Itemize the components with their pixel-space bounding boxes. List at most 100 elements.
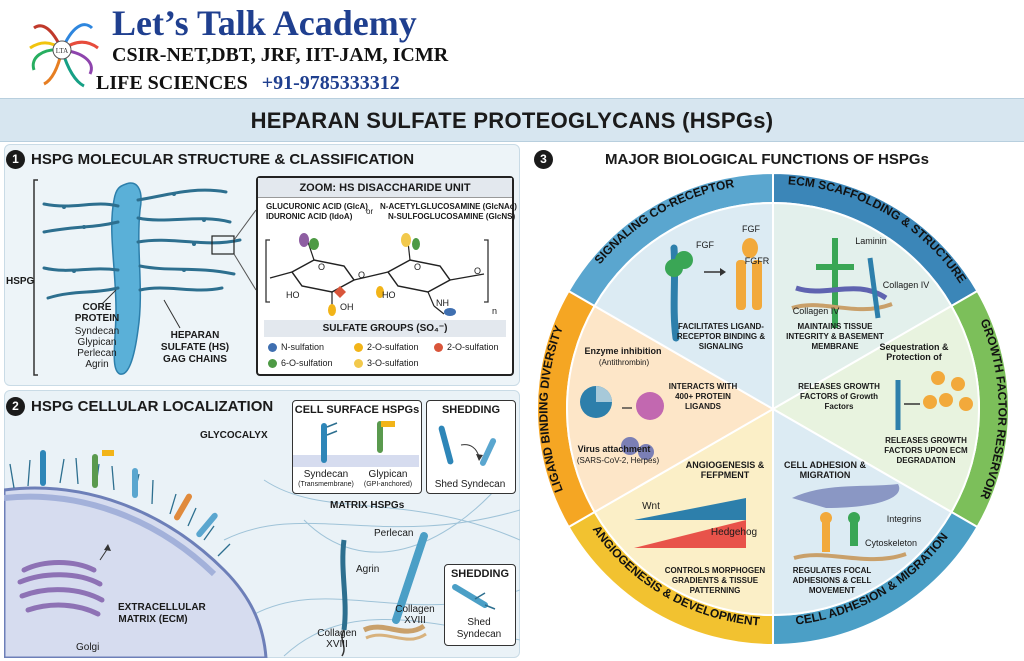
collagen-xviii-a-label: Collagen XVIII (317, 628, 357, 650)
agrin-label: Agrin (356, 564, 380, 575)
angio-text: CONTROLS MORPHOGEN GRADIENTS & TISSUE PA… (664, 566, 766, 595)
shedding-top-title: SHEDDING (441, 404, 501, 416)
title-bar: HEPARAN SULFATE PROTEOGLYCANS (HSPGs) (0, 98, 1024, 142)
sulfate-legend-item: N-sulfation (268, 342, 324, 352)
collagen-xviii-b-label: Collagen XVIII (395, 604, 435, 626)
glypican-label: Glypican (368, 469, 408, 480)
shed-syndecan-bottom-label: Shed Syndecan (456, 617, 502, 640)
disaccharide-structure (265, 233, 489, 316)
core-type-glypican: Glypican (77, 337, 117, 348)
syndecan-label: Syndecan (303, 469, 349, 480)
sulfate-legend-item: 3-O-sulfation (354, 358, 419, 368)
sulfate-groups-title: SULFATE GROUPS (SO₄⁻) (264, 320, 506, 337)
sulfate-legend-item: 2-O-sulfation (434, 342, 499, 352)
interacts-label: INTERACTS WITH 400+ PROTEIN LIGANDS (668, 382, 738, 411)
golgi-label: Golgi (76, 642, 100, 653)
collagen-iv-b-label: Collagen IV (882, 280, 930, 290)
ring-label-o2: O (474, 266, 482, 276)
core-type-perlecan: Perlecan (77, 348, 117, 359)
collagen-iv-a-label: Collagen IV (792, 306, 840, 316)
zoom-right-line1: N-ACETYLGLUCOSAMINE (GlcNAc) (380, 202, 517, 211)
zoom-disaccharide-box: ZOOM: HS DISACCHARIDE UNIT GLUCURONIC AC… (256, 176, 517, 376)
academy-contact: LIFE SCIENCES +91-9785333312 (96, 72, 400, 95)
glypican-type: (GPI-anchored) (363, 481, 413, 488)
sulfate-color-dot (434, 342, 443, 352)
glycocalyx-label: GLYCOCALYX (200, 430, 268, 441)
wheel-sector-growth (771, 304, 980, 514)
section3-title: 3 MAJOR BIOLOGICAL FUNCTIONS OF HSPGs (534, 150, 929, 169)
wheel-sector-ligand (566, 304, 775, 514)
header: LTA Let’s Talk Academy CSIR-NET,DBT, JRF… (0, 0, 1024, 98)
virus-examples-label: (SARS-CoV-2, Herpes) (576, 456, 660, 465)
zoom-title: ZOOM: HS DISACCHARIDE UNIT (258, 178, 512, 198)
laminin-label: Laminin (855, 236, 887, 246)
signaling-text: FACILITATES LIGAND-RECEPTOR BINDING & SI… (676, 322, 766, 351)
ring-label-ho2: HO (382, 290, 396, 300)
core-protein-types: Syndecan Glypican Perlecan Agrin (62, 326, 132, 370)
ecm-label: EXTRACELLULAR MATRIX (ECM) (118, 602, 206, 625)
academy-subject: LIFE SCIENCES (96, 72, 248, 94)
section1-number: 1 (6, 150, 25, 169)
cytoskeleton-label: Cytoskeleton (864, 538, 918, 548)
section2-number: 2 (6, 397, 25, 416)
enzyme-label: Enzyme inhibition (584, 346, 662, 356)
wheel-sector-adhesion (772, 407, 953, 617)
shedding-bottom-icon (452, 584, 496, 610)
academy-phone: +91-9785333312 (261, 72, 400, 94)
virus-label: Virus attachment (577, 444, 651, 454)
ring-label-n: n (492, 306, 498, 316)
sulfate-legend-label: 2-O-sulfation (367, 342, 419, 352)
angio-title: ANGIOGENESIS & FEFPMENT (685, 460, 765, 480)
logo-text: LTA (56, 47, 68, 55)
hspg-label: HSPG (6, 276, 35, 287)
page-title: HEPARAN SULFATE PROTEOGLYCANS (HSPGs) (250, 108, 774, 133)
section1-title-text: HSPG MOLECULAR STRUCTURE & CLASSIFICATIO… (31, 151, 415, 168)
ring-label-o1: O (358, 270, 366, 280)
gag-chains-label: HEPARAN SULFATE (HS) GAG CHAINS (160, 330, 230, 365)
hspg-structure-drawing (33, 179, 256, 376)
sulfate-color-dot (268, 342, 277, 352)
zoom-left-line1: GLUCURONIC ACID (GlcA) (266, 202, 368, 211)
perlecan-label: Perlecan (374, 528, 414, 539)
sulfate-color-dot (354, 342, 363, 352)
wnt-label: Wnt (642, 501, 660, 512)
shedding-top-box: SHEDDING Shed Syndecan (426, 400, 516, 494)
wheel-sector-ecm (772, 201, 953, 411)
section3-title-text: MAJOR BIOLOGICAL FUNCTIONS OF HSPGs (605, 151, 929, 168)
sequestration-label: Sequestration & Protection of (879, 342, 949, 362)
sulfate-color-dot (354, 358, 363, 368)
shedding-top-icon (438, 425, 497, 466)
syndecan-type: (Transmembrane) (298, 481, 354, 488)
academy-exams: CSIR-NET,DBT, JRF, IIT-JAM, ICMR (112, 44, 449, 66)
core-type-agrin: Agrin (85, 359, 109, 370)
academy-name: Let’s Talk Academy (112, 3, 417, 43)
hedgehog-label: Hedgehog (710, 527, 758, 538)
zoom-right-line2: N-SULFOGLUCOSAMINE (GlcNS) (388, 212, 516, 221)
zoom-left-line2: IDURONIC ACID (IdoA) (266, 212, 353, 221)
adhesion-title: CELL ADHESION & MIGRATION (783, 460, 866, 480)
sulfate-legend-label: 3-O-sulfation (367, 358, 419, 368)
section1-title: 1 HSPG MOLECULAR STRUCTURE & CLASSIFICAT… (6, 150, 414, 169)
antithrombin-label: (Antithrombin) (598, 358, 650, 367)
ring-label-ho1: HO (286, 290, 300, 300)
integrins-label: Integrins (886, 514, 922, 524)
release-label: RELEASES GROWTH FACTORS of Growth Factor… (798, 382, 880, 411)
shedding-bottom-box: SHEDDING Shed Syndecan (444, 564, 516, 646)
core-type-syndecan: Syndecan (74, 326, 120, 337)
shedding-bottom-title: SHEDDING (450, 568, 510, 580)
core-protein-label: CORE PROTEIN (74, 302, 120, 324)
sulfate-legend-label: 2-O-sulfation (447, 342, 499, 352)
sulfate-legend-label: N-sulfation (281, 342, 325, 352)
cell-surface-title: CELL SURFACE HSPGs (294, 404, 420, 416)
section2-title-text: HSPG CELLULAR LOCALIZATION (31, 398, 274, 415)
shed-syndecan-top-label: Shed Syndecan (434, 479, 506, 490)
wheel-sector-signaling (593, 201, 774, 411)
wheel-illustrations (580, 238, 973, 562)
sulfate-color-dot (268, 358, 277, 368)
cell-surface-icons (293, 421, 419, 467)
degradation-label: RELEASES GROWTH FACTORS UPON ECM DEGRADA… (884, 436, 968, 465)
ring-label-oh: OH (340, 302, 354, 312)
section3-number: 3 (534, 150, 553, 169)
sulfate-legend-item: 6-O-sulfation (268, 358, 333, 368)
